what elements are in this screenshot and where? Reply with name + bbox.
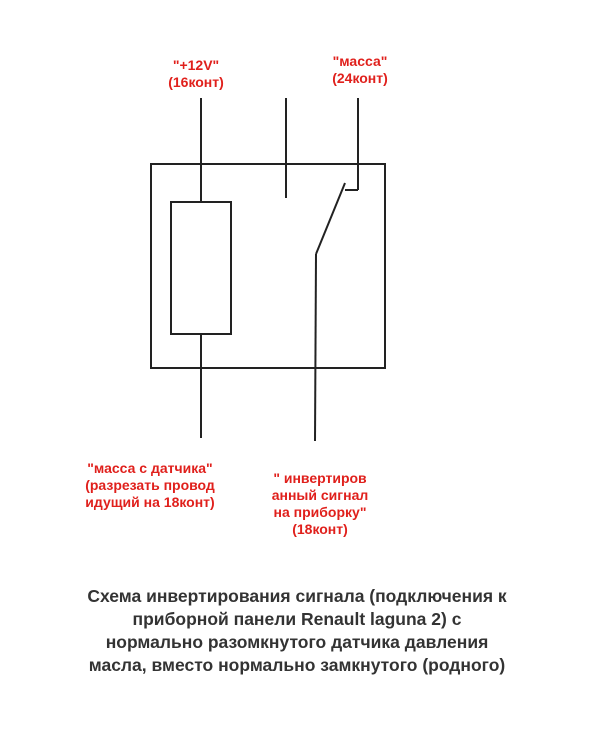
label-sensor-ground: "масса с датчика" (разрезать провод идущ… [85,460,215,510]
relay-coil [170,201,232,335]
switch-blade [315,182,346,255]
relay-housing [150,163,386,369]
label-plus12v: "+12V" (16конт) [168,57,224,90]
label-ground24: "масса" (24конт) [332,53,388,86]
diagram-caption: Схема инвертирования сигнала (подключени… [87,586,507,675]
wire-output [314,253,317,442]
label-inverted-signal: " инвертиров анный сигнал на приборку" (… [271,470,369,537]
